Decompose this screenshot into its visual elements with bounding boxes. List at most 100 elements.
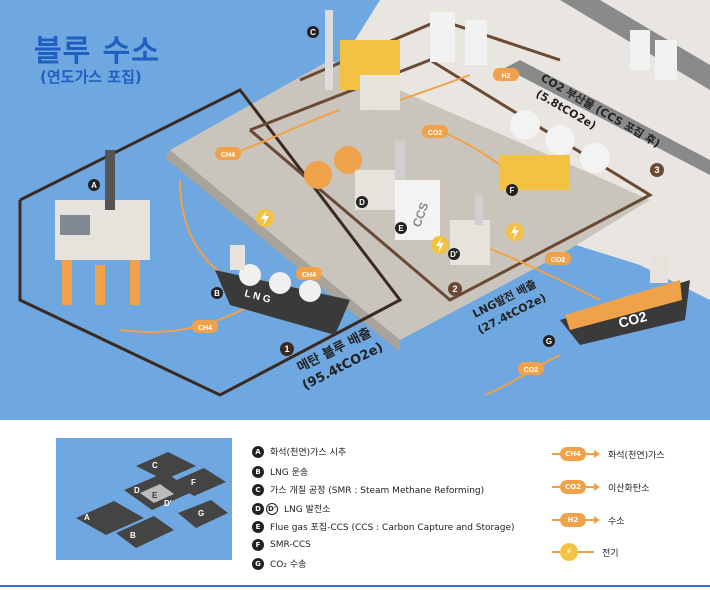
marker-b (211, 287, 223, 299)
illustration-scene: L N G CO2 CCS (0, 0, 710, 420)
legend-map-letter-e: E (152, 491, 158, 500)
legend-text-c: 가스 개질 공정 (SMR : Steam Methane Reforming) (270, 486, 485, 496)
route-num-1 (280, 342, 294, 356)
legend-map-letter-f: F (191, 478, 196, 487)
flow-legend-h2: H2 수소 (552, 513, 625, 527)
page-subtitle: (연도가스 포집) (40, 68, 142, 86)
marker-a-text: A (91, 181, 97, 190)
arrow-right-icon (594, 483, 600, 491)
tag-co2-3 (518, 362, 544, 375)
flow-legend-h2-tag: H2 (560, 513, 586, 527)
tag-ch4-1 (215, 147, 241, 160)
legend-item-b: B LNG 운송 (252, 465, 308, 478)
flow-legend-electric-text: 전기 (602, 548, 619, 559)
legend-tile-a (76, 501, 144, 535)
marker-g-text: G (546, 337, 552, 346)
legend-map: A B C F D E D' G (56, 438, 232, 560)
marker-c-text: C (310, 28, 316, 37)
flow-legend-co2-tag: CO2 (560, 480, 586, 494)
flow-co2-3 (484, 354, 561, 396)
legend-letter-e: E (252, 520, 264, 533)
arrow-right-icon (594, 450, 600, 458)
legend-map-letter-d: D (134, 486, 140, 495)
legend-text-e: Flue gas 포집-CCS (CCS : Carbon Capture an… (270, 523, 515, 533)
legend-item-e: E Flue gas 포집-CCS (CCS : Carbon Capture … (252, 520, 515, 533)
legend-text-f: SMR-CCS (270, 540, 311, 550)
co2-ship (560, 255, 690, 345)
flow-legend-ch4-tag: CH4 (560, 447, 586, 461)
bottom-divider (0, 585, 710, 587)
flow-legend-ch4: CH4 화석(천연)가스 (552, 447, 665, 461)
legend-text-d: LNG 발전소 (284, 505, 331, 515)
route-1 (18, 88, 403, 397)
legend-tile-e (140, 484, 174, 503)
marker-b-text: B (214, 289, 220, 298)
smr-ccs-plant (500, 110, 610, 190)
legend-letter-g: G (252, 557, 264, 570)
tag-co2-3-text: CO2 (524, 367, 539, 374)
marker-e-text: E (398, 224, 404, 233)
legend-letter-f: F (252, 539, 264, 551)
tag-ch4-1-text: CH4 (221, 152, 235, 159)
tag-co2-1 (422, 125, 448, 138)
tag-ch4-2-text: CH4 (302, 272, 316, 279)
legend-letter-d: D (252, 502, 264, 515)
marker-e (395, 222, 407, 234)
legend-map-letter-c: C (152, 461, 158, 470)
route-num-1-text: 1 (284, 344, 289, 354)
flow-legend-electric: ⚡ 전기 (552, 543, 619, 561)
legend-map-letter-a: A (84, 513, 90, 522)
bolt-icon-3 (511, 225, 519, 240)
flow-legend-co2: CO2 이산화탄소 (552, 480, 649, 494)
marker-a (88, 179, 100, 191)
legend-letter-b: B (252, 465, 264, 478)
flow-co2-2 (479, 244, 601, 301)
route-num-3 (650, 163, 664, 177)
marker-d2-text: D' (450, 250, 458, 259)
tag-h2-text: H2 (502, 73, 511, 80)
legend-tile-g (178, 500, 228, 528)
legend-tile-b (116, 516, 174, 548)
tag-ch4-2 (296, 267, 322, 280)
legend-letter-c: C (252, 483, 264, 496)
legend-text-g: CO₂ 수송 (270, 560, 307, 570)
lng-ship (215, 245, 350, 335)
legend-text-a: 화석(천연)가스 시추 (270, 448, 347, 458)
city-buildings (430, 12, 677, 80)
legend-item-f: F SMR-CCS (252, 539, 311, 551)
tag-ch4-3 (192, 320, 218, 333)
marker-c (307, 26, 319, 38)
marker-d (356, 196, 368, 208)
tag-co2-2-text: CO2 (551, 257, 566, 264)
flow-legend-h2-text: 수소 (608, 516, 625, 527)
legend-tile-c (136, 452, 196, 480)
route-num-3-text: 3 (654, 165, 659, 175)
offshore-platform (55, 150, 150, 305)
flow-legend-ch4-text: 화석(천연)가스 (608, 450, 665, 461)
scene-svg: L N G CO2 CCS (0, 0, 710, 420)
legend-letter-a: A (252, 445, 264, 458)
smr-plant (325, 10, 400, 110)
legend-item-g: G CO₂ 수송 (252, 557, 306, 570)
road-2 (505, 60, 710, 175)
legend-item-d: D D' LNG 발전소 (252, 502, 330, 515)
legend-item-a: A 화석(천연)가스 시추 (252, 445, 346, 458)
marker-g (543, 335, 555, 347)
flow-legend-electric-tag: ⚡ (560, 543, 578, 561)
tag-ch4-3-text: CH4 (198, 325, 212, 332)
flow-legend-co2-text: 이산화탄소 (608, 483, 650, 494)
legend-letter-d2: D' (266, 502, 278, 515)
co2-ship-label: CO2 (617, 308, 649, 331)
legend-item-c: C 가스 개질 공정 (SMR : Steam Methane Reformin… (252, 483, 484, 496)
marker-f-text: F (510, 186, 515, 195)
legend-text-b: LNG 운송 (270, 468, 309, 478)
marker-d-text: D (359, 198, 365, 207)
marker-f (506, 184, 518, 196)
legend-map-letter-g: G (198, 509, 204, 518)
tag-co2-2 (545, 252, 571, 265)
route-num-2-text: 2 (452, 284, 457, 294)
legend-map-letter-d2: D' (164, 499, 172, 508)
route-num-2 (448, 282, 462, 296)
tag-co2-1-text: CO2 (428, 130, 443, 137)
tag-h2 (493, 68, 519, 81)
